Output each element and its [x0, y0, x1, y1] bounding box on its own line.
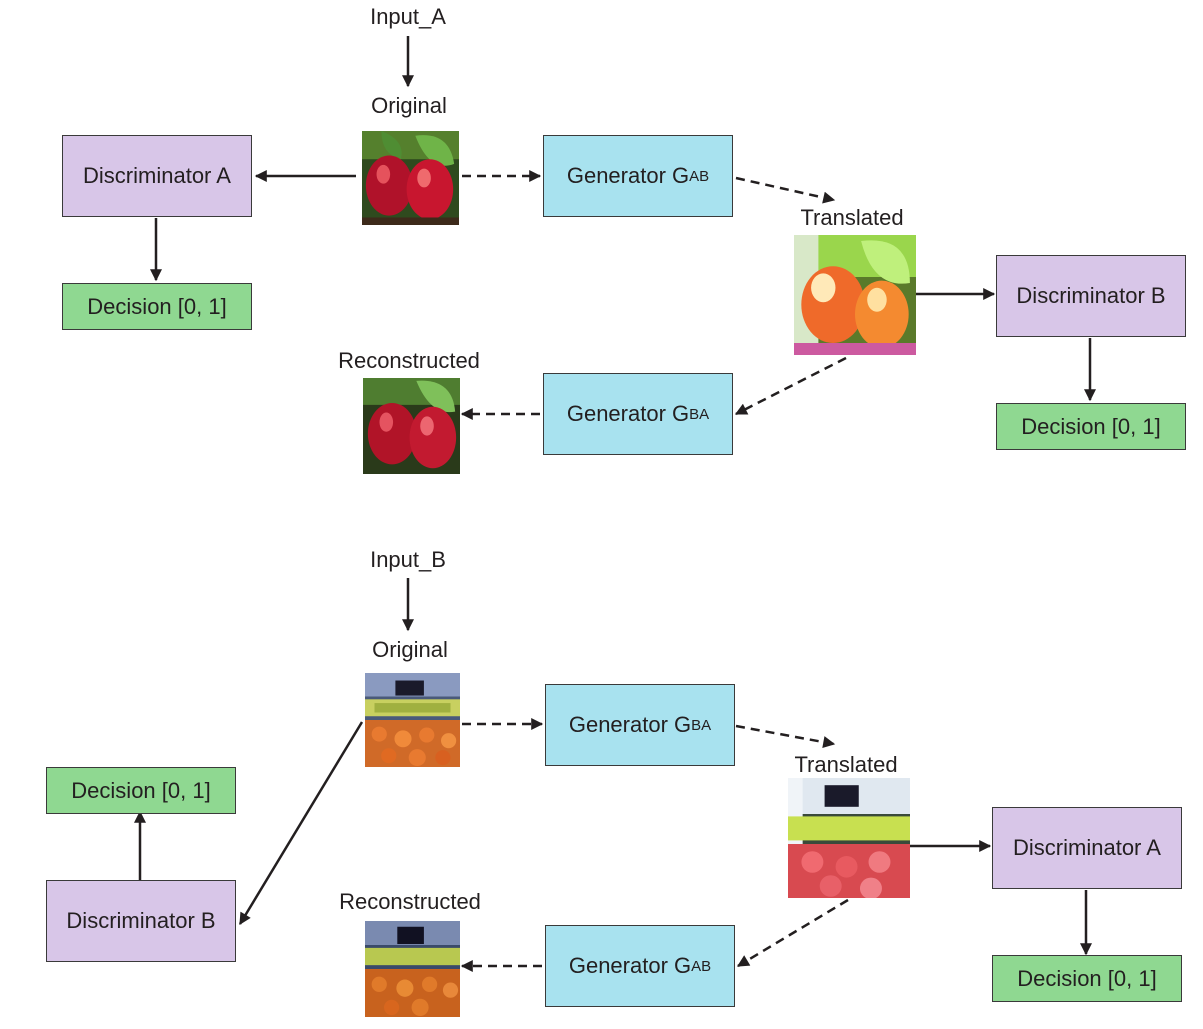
reconstructed-market-image — [365, 921, 460, 1017]
dashed-arrow-generator-ab-to-translated — [735, 176, 836, 204]
generator-subscript: AB — [689, 167, 710, 185]
generator-subscript: BA — [691, 716, 712, 734]
discriminator-a-box: Discriminator A — [62, 135, 252, 217]
translated-b-label: Translated — [794, 752, 898, 777]
original-market-image — [365, 673, 460, 767]
discriminator-a-box: Discriminator A — [992, 807, 1182, 889]
discriminator-b-box: Discriminator B — [996, 255, 1186, 337]
generator-subscript: BA — [689, 405, 710, 423]
original-b-label: Original — [372, 637, 448, 662]
generator-label: Generator G — [566, 401, 690, 426]
decision-box: Decision [0, 1] — [46, 767, 236, 814]
translated-apple-image — [794, 235, 916, 355]
dashed-arrow-translated-to-generator-ab — [736, 898, 849, 968]
decision-box: Decision [0, 1] — [996, 403, 1186, 450]
input-b-label: Input_B — [370, 547, 446, 572]
generator-label: Generator G — [566, 163, 690, 188]
generator-subscript: AB — [691, 957, 712, 975]
generator-label: Generator G — [568, 712, 692, 737]
dashed-arrow-translated-to-generator-ba — [734, 356, 847, 416]
original-a-label: Original — [371, 93, 447, 118]
original-apple-image — [362, 131, 459, 225]
input-a-label: Input_A — [370, 4, 446, 29]
reconstructed-b-label: Reconstructed — [339, 889, 481, 914]
decision-box: Decision [0, 1] — [62, 283, 252, 330]
arrow-original-b-to-discriminator-b — [238, 721, 364, 926]
generator-label: Generator G — [568, 953, 692, 978]
reconstructed-a-label: Reconstructed — [338, 348, 480, 373]
translated-a-label: Translated — [800, 205, 904, 230]
translated-market-image — [788, 778, 910, 898]
decision-box: Decision [0, 1] — [992, 955, 1182, 1002]
discriminator-b-box: Discriminator B — [46, 880, 236, 962]
reconstructed-apple-image — [363, 378, 460, 474]
dashed-arrow-generator-ba-to-translated — [735, 724, 836, 748]
